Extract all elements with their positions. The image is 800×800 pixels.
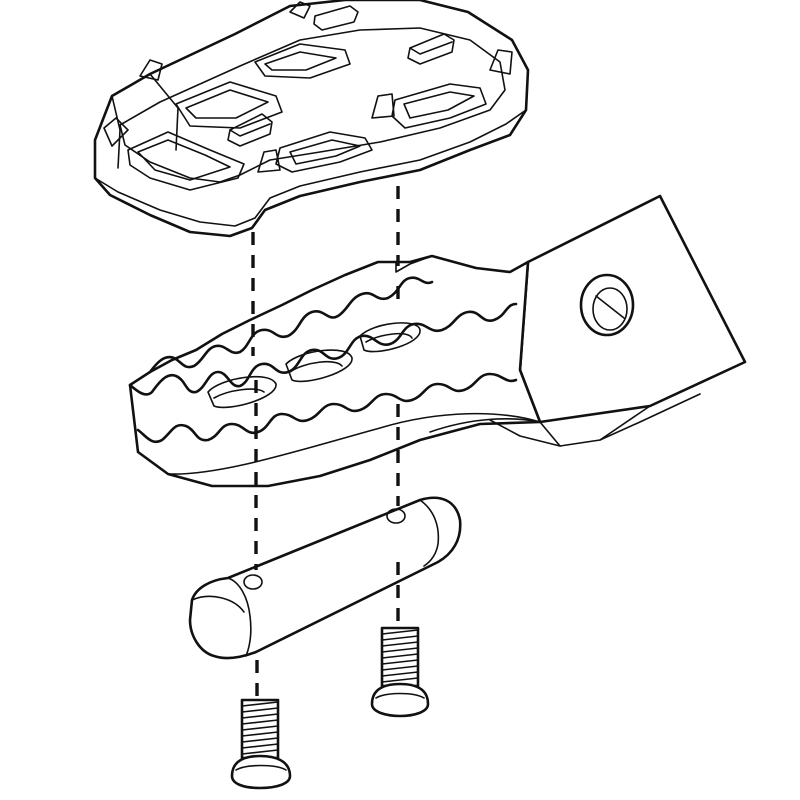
footpeg-body (128, 194, 747, 488)
pin-hole (579, 273, 635, 337)
bolt-left (230, 698, 292, 790)
assembly-axis-left (251, 232, 259, 696)
footpeg-pad (93, 0, 530, 238)
bolt-right (370, 626, 430, 718)
mounting-block (188, 496, 462, 660)
